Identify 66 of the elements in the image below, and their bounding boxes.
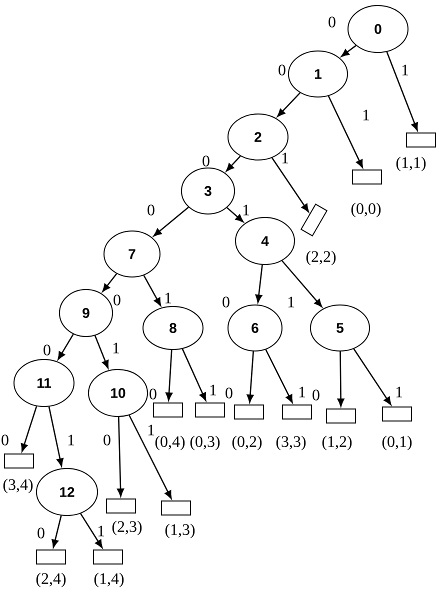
edge-label: 0 <box>278 64 286 76</box>
arrow <box>226 156 241 172</box>
edge-label: 0 <box>222 296 230 308</box>
leaf-label: (2,4) <box>36 572 66 588</box>
edge-label: 0 <box>42 344 52 356</box>
edge-label: 1 <box>280 152 290 164</box>
arrow <box>353 348 392 406</box>
arrow <box>265 349 293 403</box>
leaf-label: (1,1) <box>396 156 426 172</box>
edge-label: 1 <box>96 525 106 537</box>
edge-label: 0 <box>202 155 210 167</box>
arrow <box>341 45 356 57</box>
edge-label: 1 <box>394 386 404 398</box>
arrow <box>282 260 322 308</box>
edge-label: 1 <box>112 342 120 354</box>
arrow <box>48 406 64 466</box>
arrow <box>20 406 38 452</box>
leaf-label: (0,4) <box>155 436 185 450</box>
arrow <box>102 273 118 292</box>
leaf-label: (3,4) <box>3 478 33 494</box>
arrow <box>166 350 172 401</box>
leaf-label: (0,1) <box>382 436 412 450</box>
edge-label: 1 <box>400 64 410 76</box>
edge-label: 0 <box>148 388 158 400</box>
arrow <box>143 275 162 306</box>
edge-label: 1 <box>208 384 218 396</box>
leaf-label: (1,3) <box>165 524 195 538</box>
arrow <box>337 352 344 407</box>
arrow <box>277 92 301 117</box>
edge-label: 0 <box>0 434 10 446</box>
leaf-label: (1,4) <box>94 572 124 588</box>
arrow <box>255 264 263 303</box>
edge-label: 0 <box>36 527 46 539</box>
edge-label: 0 <box>224 387 234 399</box>
edge-label: 0 <box>102 434 112 446</box>
edge-label: 0 <box>328 16 336 28</box>
arrow <box>128 414 172 499</box>
arrow <box>328 96 363 168</box>
leaf-label: (0,3) <box>190 436 220 450</box>
arrow <box>246 351 254 403</box>
leaf-label: (0,2) <box>232 436 262 450</box>
leaf-label: (2,3) <box>112 520 142 536</box>
edge-label: 1 <box>242 204 250 216</box>
leaf-label: (1,2) <box>322 436 352 450</box>
arrow <box>58 334 74 360</box>
arrow <box>52 515 62 548</box>
edge-label: 1 <box>164 292 172 304</box>
leaf-label: (2,2) <box>306 250 336 266</box>
arrow <box>386 52 418 131</box>
arrow <box>182 348 206 401</box>
arrow <box>226 207 244 222</box>
edge-label: 0 <box>112 294 122 306</box>
arrow <box>80 513 103 548</box>
edge-label: 1 <box>362 109 370 121</box>
leaf-label: (3,3) <box>276 436 306 450</box>
leaf-label: (0,0) <box>351 202 381 218</box>
arrow <box>94 335 109 368</box>
edge-label: 1 <box>146 424 156 436</box>
edge-label: 1 <box>298 386 306 398</box>
edge-label: 0 <box>312 389 320 401</box>
edge-label: 0 <box>146 204 156 216</box>
arrow <box>153 206 189 236</box>
arrow <box>117 416 124 497</box>
edge-label: 1 <box>66 434 76 446</box>
edge-label: 1 <box>286 296 296 308</box>
arrow <box>272 158 309 212</box>
